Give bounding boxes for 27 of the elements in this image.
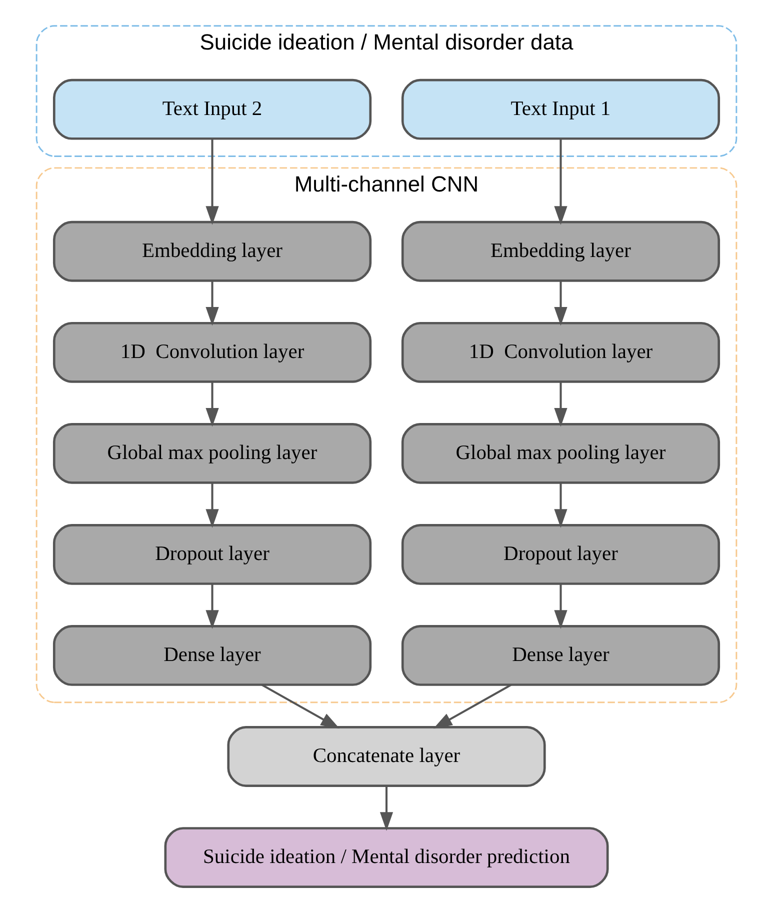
arrow	[205, 584, 218, 629]
node-box: Dropout layer	[400, 524, 720, 585]
arrow	[554, 382, 567, 427]
arrow	[554, 584, 567, 629]
arrow	[554, 138, 567, 225]
node-box: Embedding layer	[52, 220, 372, 282]
node-box: 1D Convolution layer	[400, 322, 720, 383]
node-box: Dense layer	[52, 625, 372, 686]
arrow	[205, 482, 218, 528]
arrow	[205, 138, 218, 225]
arrow	[432, 684, 512, 729]
arrow	[260, 684, 340, 729]
node-box: Suicide ideation / Mental disorder prediction	[164, 827, 608, 888]
node-box: 1D Convolution layer	[52, 322, 372, 383]
node-box: Embedding layer	[400, 220, 720, 282]
node-box: Dropout layer	[52, 524, 372, 585]
arrow	[205, 382, 218, 427]
node-box: Global max pooling layer	[52, 422, 372, 484]
arrow	[205, 280, 218, 326]
node-box: Dense layer	[400, 625, 720, 686]
arrow	[554, 280, 567, 326]
node-box: Text Input 1	[400, 78, 720, 140]
arrow	[379, 786, 393, 831]
arrow	[554, 482, 567, 528]
node-box: Text Input 2	[52, 78, 372, 140]
node-box: Concatenate layer	[226, 726, 546, 787]
node-box: Global max pooling layer	[400, 422, 720, 484]
